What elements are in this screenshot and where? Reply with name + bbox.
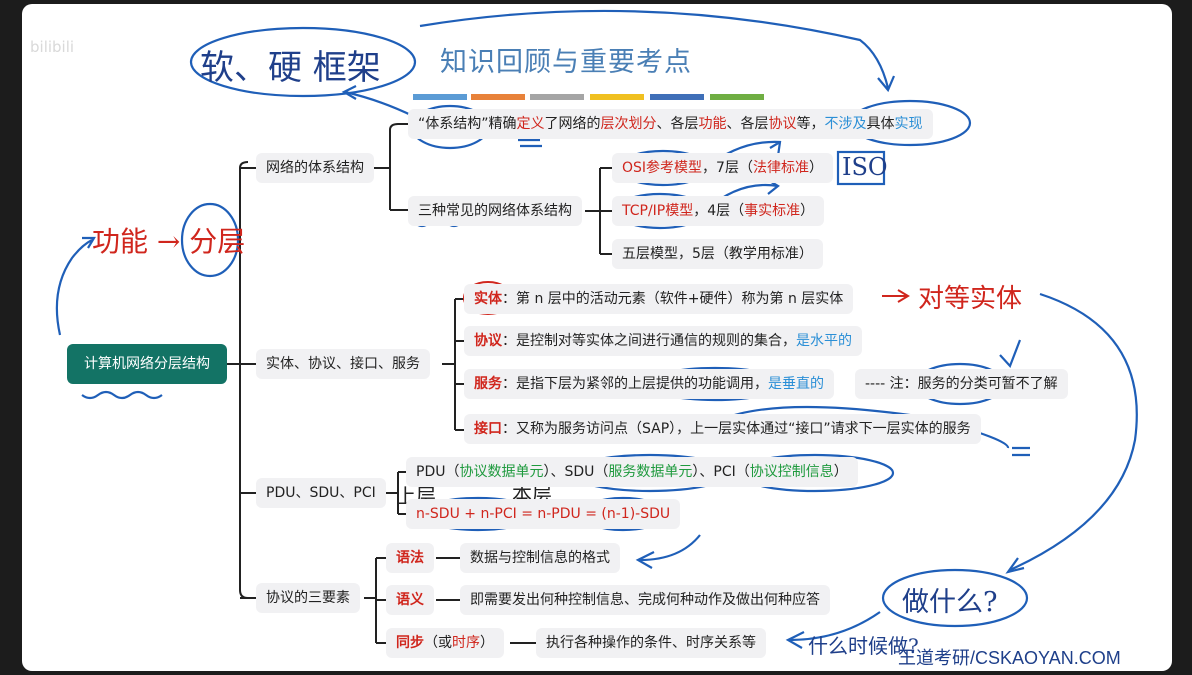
tcp-layers: ，4层（ (693, 203, 745, 219)
tcp-name: TCP/IP模型 (622, 203, 694, 219)
arch-definition[interactable]: “体系结构”精确定义了网络的层次划分、各层功能、各层协议等，不涉及具体实现 (408, 109, 933, 139)
tcp-standard: 事实标准 (744, 203, 801, 219)
branch-three-elements[interactable]: 协议的三要素 (256, 583, 360, 613)
service-vertical: 是垂直的 (768, 376, 824, 392)
branch-arch[interactable]: 网络的体系结构 (256, 153, 374, 183)
footer-brand: 王道考研/CSKAOYAN.COM (898, 648, 1121, 668)
pci-term: 协议控制信息 (749, 464, 834, 480)
syntax-desc[interactable]: 数据与控制信息的格式 (460, 543, 620, 573)
color-bar-6 (710, 94, 764, 100)
syntax-label[interactable]: 语法 (386, 543, 434, 573)
def-highlight: 层次划分 (600, 116, 657, 132)
def-part: 了网络的 (544, 116, 601, 132)
service-note[interactable]: ---- 注：服务的分类可暂不了解 (855, 369, 1068, 399)
sync-close: ） (480, 635, 494, 651)
pdu-text: ） (833, 464, 848, 480)
osi-model[interactable]: OSI参考模型，7层（法律标准） (612, 153, 833, 183)
tcpip-model[interactable]: TCP/IP模型，4层（事实标准） (612, 196, 825, 226)
def-part: “体系结构” (418, 116, 489, 132)
pdu-text: ）、PCI（ (692, 464, 750, 480)
color-bar-2 (471, 94, 525, 100)
sync-timing: 时序 (452, 635, 480, 651)
interface-text: ：又称为服务访问点（SAP），上一层实体通过“接口”请求下一层实体的服务 (502, 421, 971, 437)
protocol-def[interactable]: 协议：是控制对等实体之间进行通信的规则的集合，是水平的 (464, 326, 862, 356)
service-text: ：是指下层为紧邻的上层提供的功能调用， (502, 376, 768, 392)
handwriting-peer-entity: 对等实体 (918, 284, 1023, 314)
def-part: 具体 (866, 116, 895, 132)
root-node[interactable]: 计算机网络分层结构 (67, 344, 227, 384)
branch-pdu[interactable]: PDU、SDU、PCI (256, 478, 386, 508)
slide-title: 知识回顾与重要考点 (440, 47, 692, 78)
watermark: bilibili (30, 38, 75, 56)
sync-label[interactable]: 同步（或时序） (386, 628, 504, 658)
entity-text: ：第 n 层中的活动元素（软件+硬件）称为第 n 层实体 (502, 291, 844, 307)
sync-desc[interactable]: 执行各种操作的条件、时序关系等 (536, 628, 766, 658)
pdu-term: 协议数据单元 (459, 464, 544, 480)
service-label: 服务 (474, 376, 502, 392)
color-bar-3 (530, 94, 584, 100)
def-highlight-blue: 不涉及 (824, 116, 867, 132)
def-highlight-blue: 实现 (894, 116, 923, 132)
entity-label: 实体 (474, 291, 502, 307)
def-part: 、各层 (726, 116, 769, 132)
protocol-label: 协议 (474, 333, 502, 349)
handwriting-soft-hard: 软、硬 框架 (200, 48, 381, 88)
interface-label: 接口 (474, 421, 502, 437)
sdu-term: 服务数据单元 (608, 464, 693, 480)
def-part: 等， (796, 116, 825, 132)
handwriting-func-layer: 功能 → 分层 (92, 225, 246, 258)
interface-def[interactable]: 接口：又称为服务访问点（SAP），上一层实体通过“接口”请求下一层实体的服务 (464, 414, 981, 444)
pdu-formula[interactable]: n-SDU + n-PCI = n-PDU = (n-1)-SDU (406, 499, 681, 529)
def-highlight: 协议 (768, 116, 797, 132)
pdu-text: PDU（ (416, 464, 460, 480)
branch-entity[interactable]: 实体、协议、接口、服务 (256, 349, 430, 379)
sync-or: （或 (424, 635, 452, 651)
protocol-text: ：是控制对等实体之间进行通信的规则的集合， (502, 333, 796, 349)
def-part: 、各层 (656, 116, 699, 132)
osi-layers: ，7层（ (702, 160, 753, 176)
osi-close: ） (808, 160, 823, 176)
protocol-horizontal: 是水平的 (796, 333, 852, 349)
handwriting-iso: ISO (842, 153, 888, 181)
osi-name: OSI参考模型 (622, 160, 703, 176)
color-bar-4 (590, 94, 644, 100)
handwriting-what: 做什么? (902, 587, 998, 618)
entity-def[interactable]: 实体：第 n 层中的活动元素（软件+硬件）称为第 n 层实体 (464, 284, 854, 314)
sync-name: 同步 (396, 635, 424, 651)
semantics-desc[interactable]: 即需要发出何种控制信息、完成何种动作及做出何种应答 (460, 585, 830, 615)
osi-standard: 法律标准 (752, 160, 809, 176)
pdu-terms[interactable]: PDU（协议数据单元）、SDU（服务数据单元）、PCI（协议控制信息） (406, 457, 858, 487)
def-part: 精确 (488, 116, 517, 132)
semantics-label[interactable]: 语义 (386, 585, 434, 615)
tcp-close: ） (800, 203, 815, 219)
color-bar-5 (650, 94, 704, 100)
color-bar-1 (413, 94, 467, 100)
arch-three-common[interactable]: 三种常见的网络体系结构 (408, 196, 582, 226)
def-highlight: 定义 (516, 116, 545, 132)
five-layer-model[interactable]: 五层模型，5层（教学用标准） (612, 239, 823, 269)
def-highlight: 功能 (698, 116, 727, 132)
handwriting-when: 什么时候做? (808, 634, 919, 658)
pdu-text: ）、SDU（ (543, 464, 609, 480)
service-def[interactable]: 服务：是指下层为紧邻的上层提供的功能调用，是垂直的 (464, 369, 834, 399)
